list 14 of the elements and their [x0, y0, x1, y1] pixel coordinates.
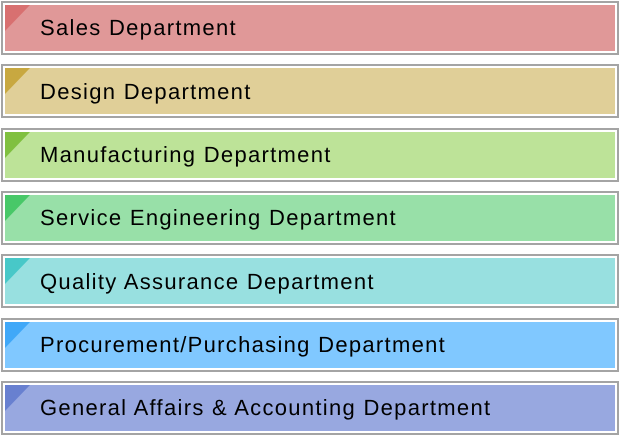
- department-band: [1, 190, 619, 245]
- department-band: [1, 1, 619, 55]
- department-name: Procurement/Purchasing Department: [40, 332, 446, 358]
- department-name: Service Engineering Department: [40, 205, 397, 231]
- department-band: [1, 128, 619, 182]
- department-name: Sales Department: [40, 15, 237, 41]
- department-band: [1, 380, 619, 435]
- department-name: Quality Assurance Department: [40, 268, 375, 294]
- department-name: Design Department: [40, 78, 252, 104]
- department-name: Manufacturing Department: [40, 142, 332, 168]
- department-band: [1, 254, 619, 308]
- department-band: [1, 64, 619, 118]
- department-name: General Affairs & Accounting Department: [40, 395, 492, 420]
- department-band: [1, 318, 619, 372]
